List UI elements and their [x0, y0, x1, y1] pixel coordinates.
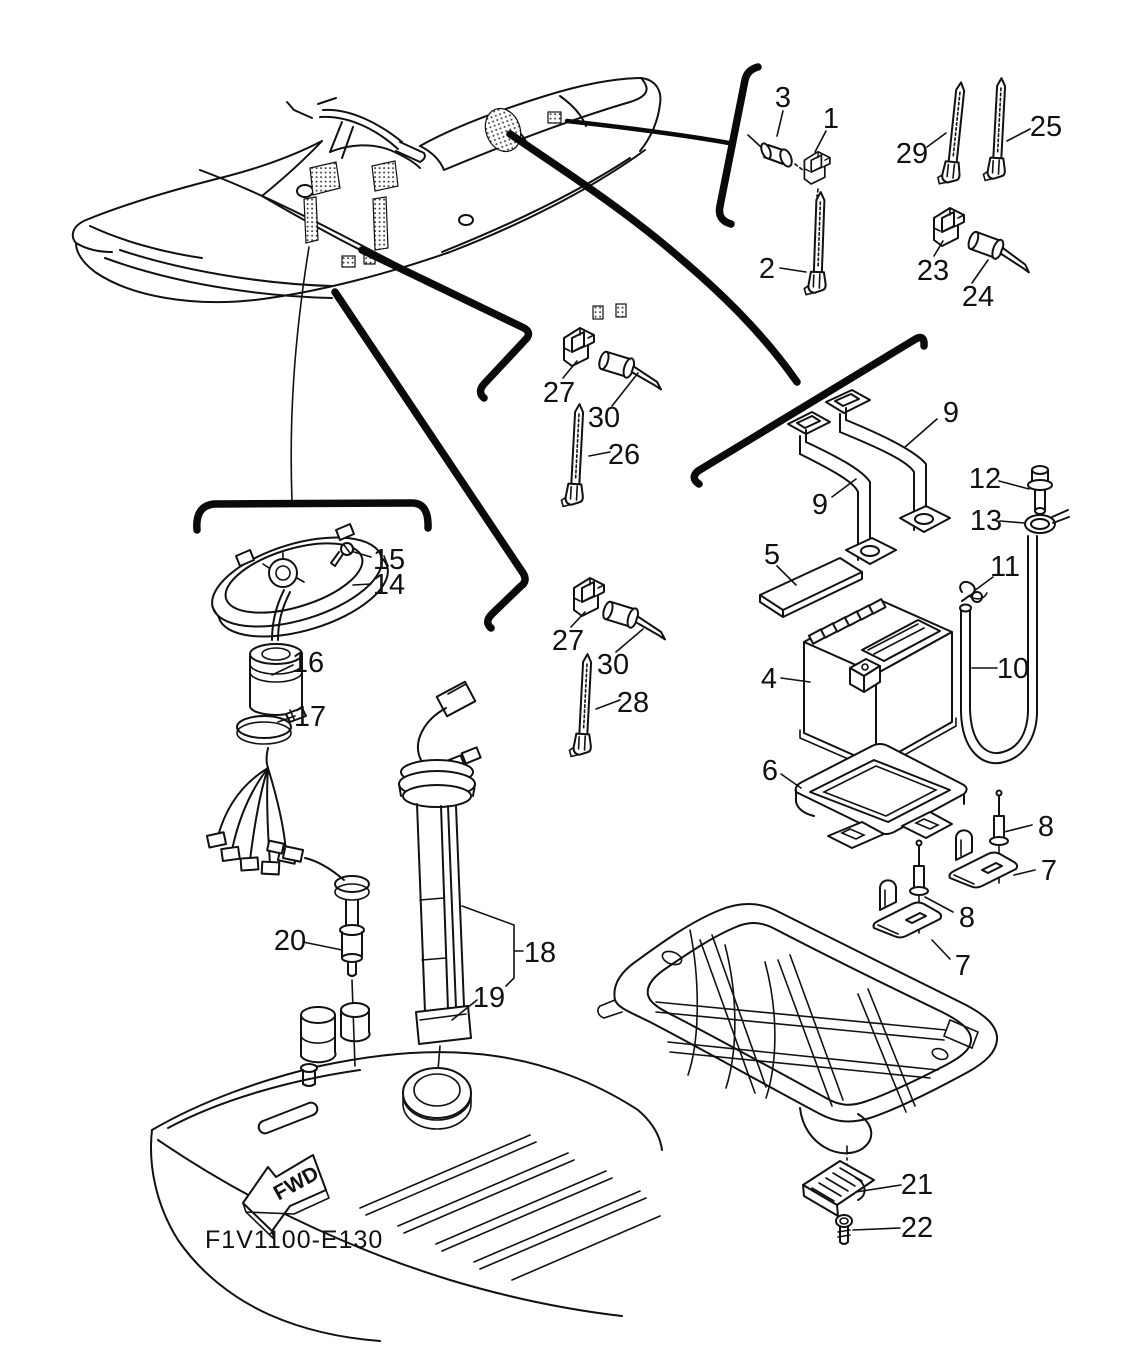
part-15-screw [330, 542, 354, 567]
callout-3: 3 [775, 82, 791, 114]
callout-28: 28 [617, 687, 649, 719]
leader-brackets [193, 63, 928, 632]
leader-seat-sweep [506, 130, 801, 386]
part-24-rivet [964, 228, 1038, 274]
part-22-screw [835, 1214, 853, 1245]
part-12-fitting [1027, 465, 1053, 515]
bracket-group-battery [690, 333, 928, 488]
part-10-tube [959, 535, 1038, 765]
part-11-clip [959, 580, 988, 603]
callout-1: 1 [823, 103, 839, 135]
part-3-rivet [747, 134, 793, 168]
jetski-overview-drawing [71, 77, 662, 320]
hull-liner-drawing [597, 903, 999, 1179]
callout-14: 14 [373, 569, 405, 601]
callout-2: 2 [759, 253, 775, 285]
part-9-strap-right [825, 389, 951, 533]
part-26-band [560, 402, 589, 509]
part-23-clamp [933, 207, 965, 247]
callout-20: 20 [274, 925, 306, 957]
bracket-group-2730-top [358, 246, 533, 402]
part-13-clamp-ring [1024, 509, 1070, 534]
part-25-band [982, 76, 1011, 183]
part-28-band [568, 652, 597, 759]
part-14-meter [211, 523, 389, 638]
part-29-band [936, 80, 971, 187]
bracket-group-2730-bottom [331, 288, 529, 632]
callout-18: 18 [524, 937, 556, 969]
callout-25: 25 [1030, 111, 1062, 143]
callout-8-lower: 8 [959, 902, 975, 934]
callout-7-upper: 7 [1041, 855, 1057, 887]
fuel-tank-drawing [150, 1002, 663, 1342]
part-7-holder-lower [872, 879, 943, 939]
part-27-clamp-top [563, 327, 595, 367]
part-20-sensor [266, 839, 370, 1067]
part-9-strap-left [787, 411, 897, 565]
callout-30-top: 30 [588, 402, 620, 434]
callout-11: 11 [990, 551, 1020, 583]
callout-19: 19 [473, 982, 505, 1014]
wire-harness [205, 747, 299, 876]
bracket-group-meter [193, 499, 432, 534]
callout-13: 13 [970, 505, 1002, 537]
callout-21: 21 [901, 1169, 933, 1201]
callout-8-upper: 8 [1038, 811, 1054, 843]
callout-26: 26 [608, 439, 640, 471]
part-6-tray [794, 743, 968, 849]
callout-6: 6 [762, 755, 778, 787]
part-1-clamp [803, 150, 831, 185]
callout-15: 15 [373, 544, 405, 576]
callout-16: 16 [292, 647, 324, 679]
callout-17: 17 [294, 701, 326, 733]
callout-30-bottom: 30 [597, 649, 629, 681]
callout-leaders [271, 110, 1036, 1231]
assembly-axis-1 [794, 163, 819, 198]
callout-27-top: 27 [543, 377, 575, 409]
callout-27-bottom: 27 [552, 625, 584, 657]
part-2-band [803, 190, 830, 297]
callout-4: 4 [761, 663, 777, 695]
callout-29: 29 [896, 138, 928, 170]
diagram-code: F1V1100-E130 [205, 1226, 383, 1254]
callout-9-left: 9 [812, 489, 828, 521]
part-30-rivet-top [595, 348, 669, 391]
callout-10: 10 [997, 653, 1029, 685]
bracket-group-123 [715, 63, 762, 228]
callout-24: 24 [962, 281, 994, 313]
part-30-rivet-bottom [599, 598, 673, 641]
callout-23: 23 [917, 255, 949, 287]
leader-deck-pad [564, 118, 732, 146]
callout-5: 5 [764, 539, 780, 571]
callout-22: 22 [901, 1212, 933, 1244]
callout-12: 12 [969, 463, 1001, 495]
meter-wire [271, 589, 291, 641]
part-27-clamp-bottom [573, 577, 605, 617]
callout-9-right: 9 [943, 397, 959, 429]
part-5-pad [759, 557, 863, 618]
callout-labels: 3 1 2 29 25 23 24 27 30 26 9 9 12 13 5 1… [274, 82, 1062, 1244]
callout-7-lower: 7 [955, 950, 971, 982]
part-18-sender-assembly [398, 680, 482, 808]
part-19-pipe [415, 803, 472, 1071]
part-4-battery [799, 598, 957, 772]
part-21-electrode [802, 1160, 875, 1217]
leader-meter [290, 246, 310, 502]
